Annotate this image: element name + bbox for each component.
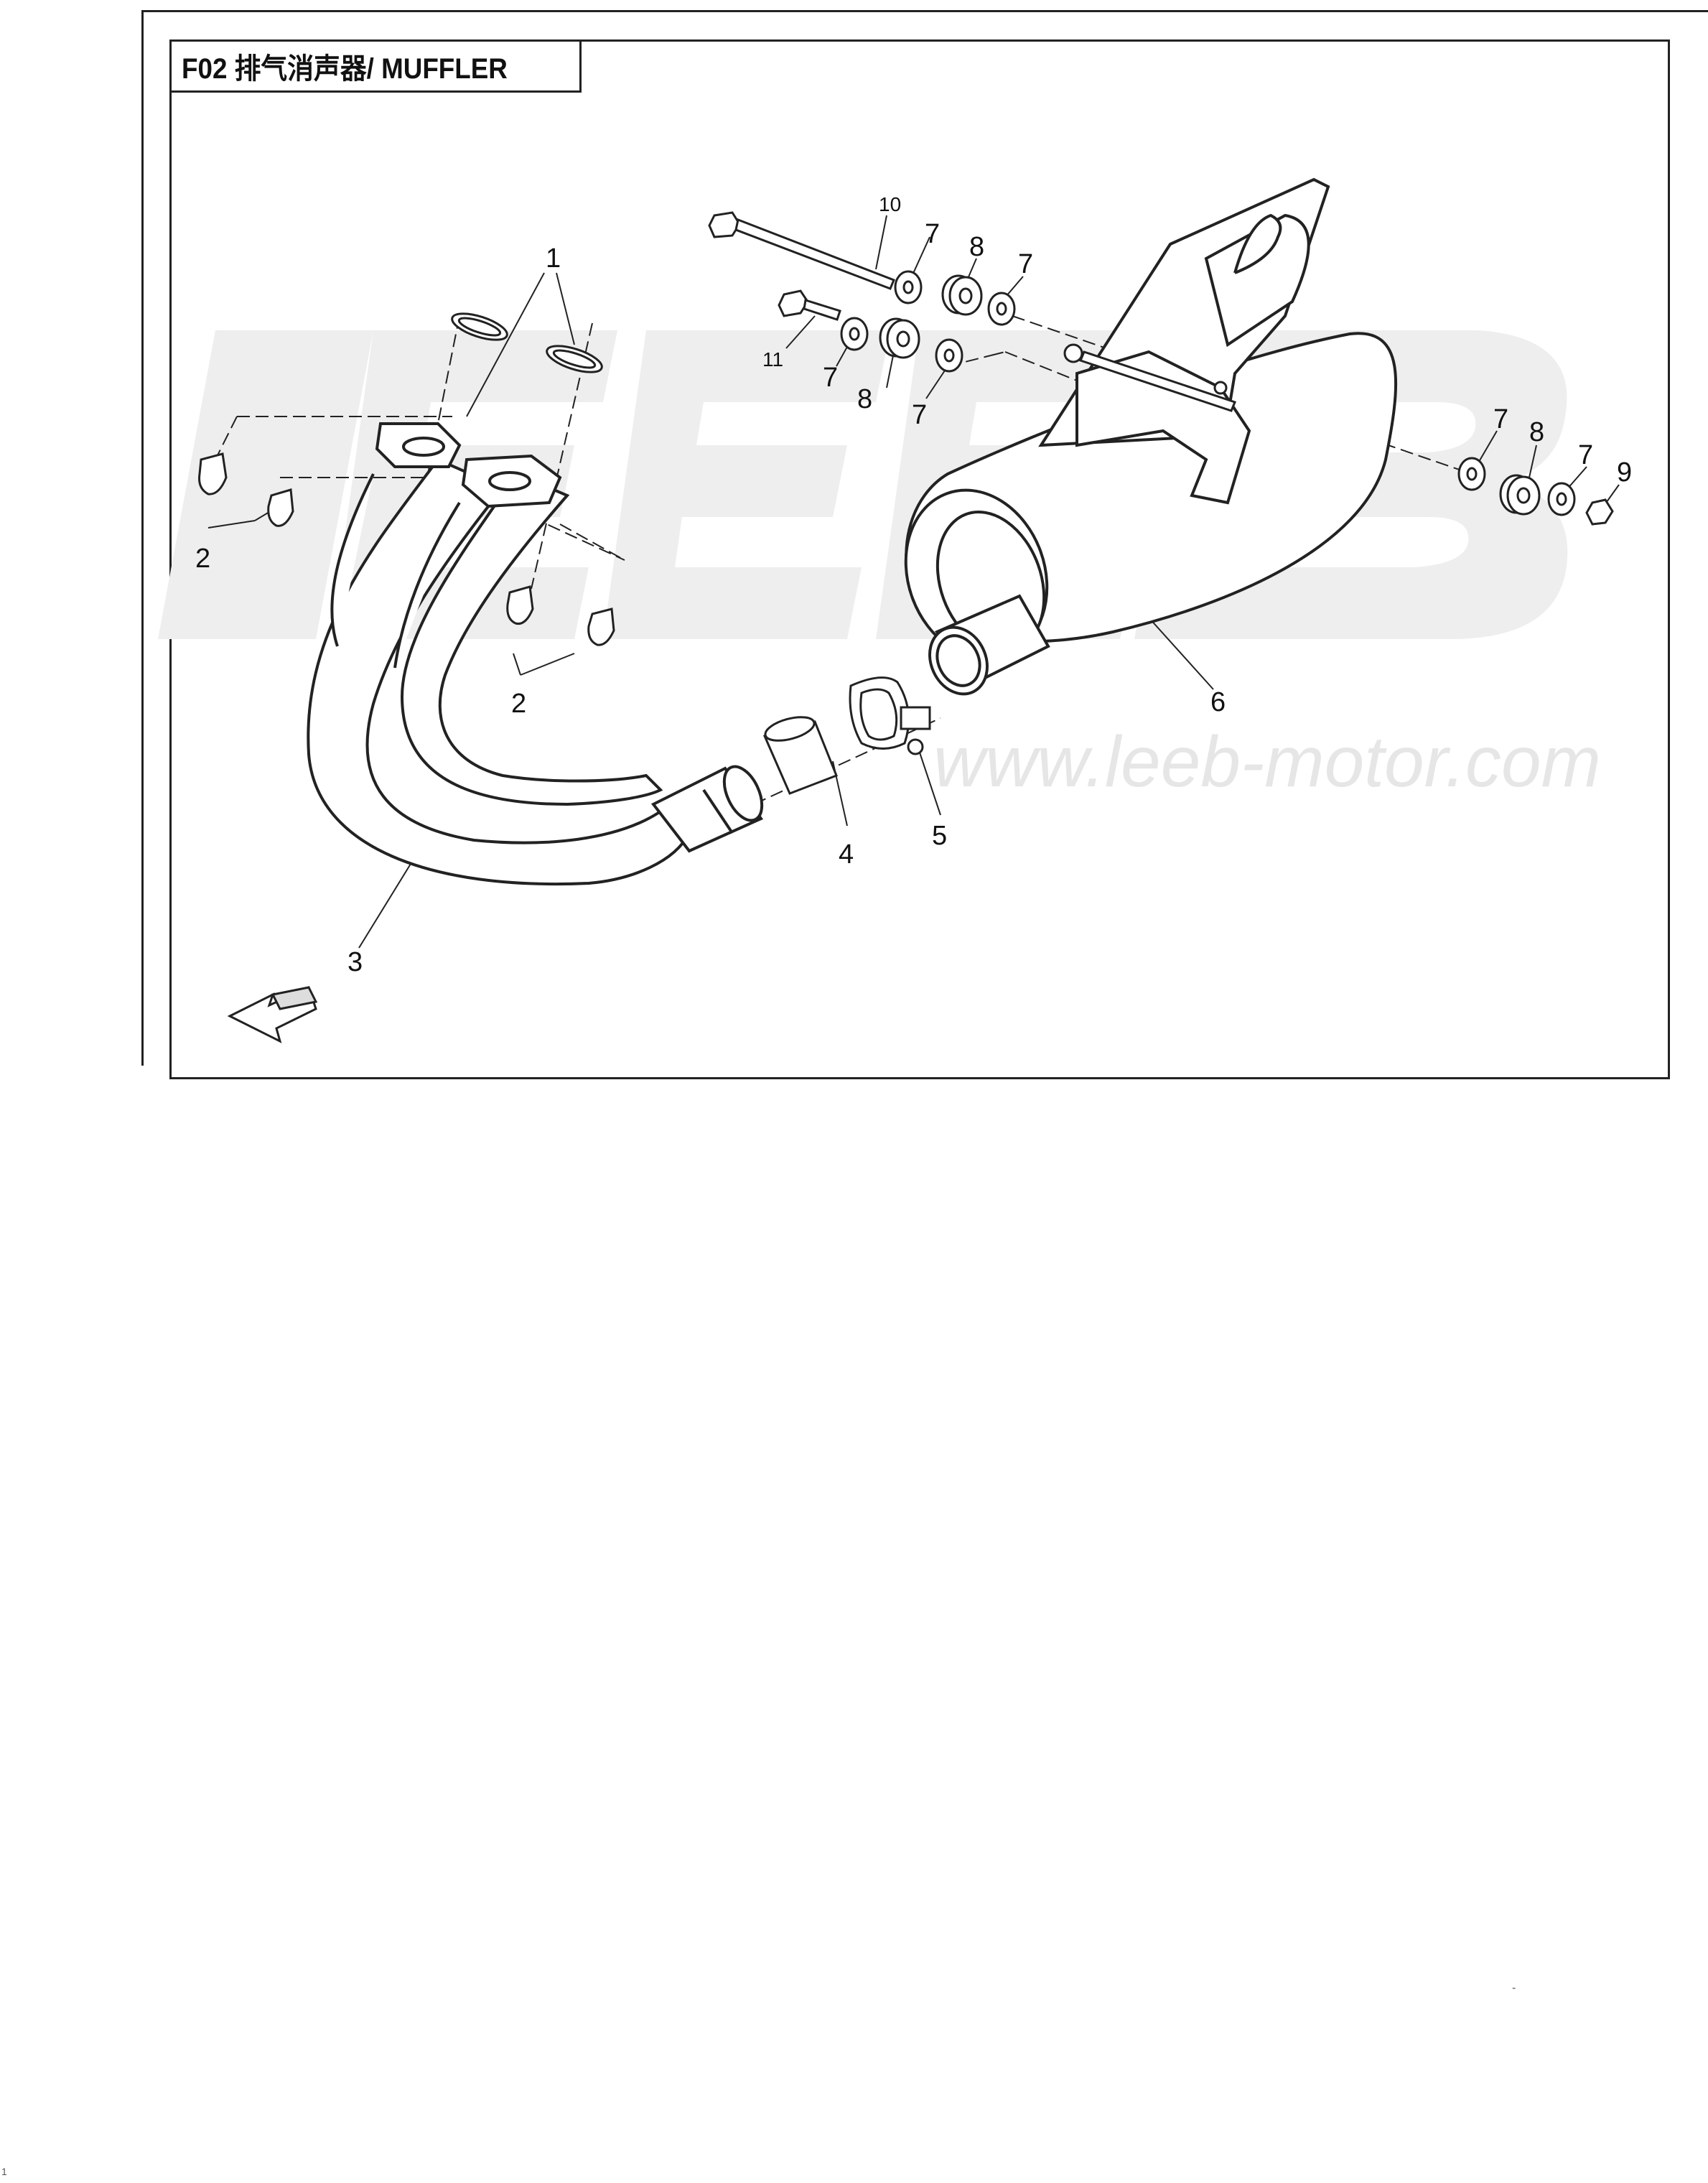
callout-6: 6 <box>1210 687 1226 717</box>
callout-5: 5 <box>932 821 947 851</box>
callout-7b: 7 <box>1018 249 1033 279</box>
callouts: 1 2 2 3 4 5 6 7 7 7 7 7 7 8 8 8 9 10 11 <box>195 193 1632 977</box>
callout-7f: 7 <box>1578 440 1593 470</box>
part-bolts <box>708 211 1237 412</box>
part-flange-nuts <box>198 452 615 646</box>
diagram-title-box: F02 排气消声器/ MUFFLER <box>169 39 582 93</box>
callout-1: 1 <box>546 243 561 274</box>
callout-4: 4 <box>839 839 854 870</box>
callout-7a: 7 <box>925 219 940 249</box>
part-washers-bushings <box>840 270 1614 526</box>
part-clamp <box>849 676 931 755</box>
fwd-arrow-icon <box>227 985 318 1043</box>
callout-7d: 7 <box>912 400 927 430</box>
page-number: 1 <box>1 2166 7 2177</box>
callout-7c: 7 <box>823 363 838 393</box>
callout-8c: 8 <box>1529 417 1544 447</box>
callout-3: 3 <box>347 947 363 977</box>
diagram-title: F02 排气消声器/ MUFFLER <box>182 53 508 85</box>
callout-7e: 7 <box>1493 404 1508 434</box>
outer-border-left <box>141 10 144 1066</box>
part-pipe-gasket <box>762 716 838 795</box>
watermark-url: www.leeb-motor.com <box>933 722 1601 802</box>
part-exhaust-header <box>307 422 764 886</box>
part-gaskets <box>451 312 603 373</box>
callout-8b: 8 <box>857 384 872 414</box>
part-muffler <box>904 177 1398 696</box>
callout-10: 10 <box>879 193 901 215</box>
callout-2a: 2 <box>195 544 210 574</box>
diagram-frame <box>169 39 1670 1079</box>
outer-border-top <box>141 10 1708 12</box>
callout-8a: 8 <box>969 232 984 262</box>
callout-11: 11 <box>762 348 783 371</box>
stray-dash-mark: - <box>1512 1982 1516 1994</box>
callout-2b: 2 <box>511 689 526 719</box>
callout-9: 9 <box>1617 457 1632 488</box>
